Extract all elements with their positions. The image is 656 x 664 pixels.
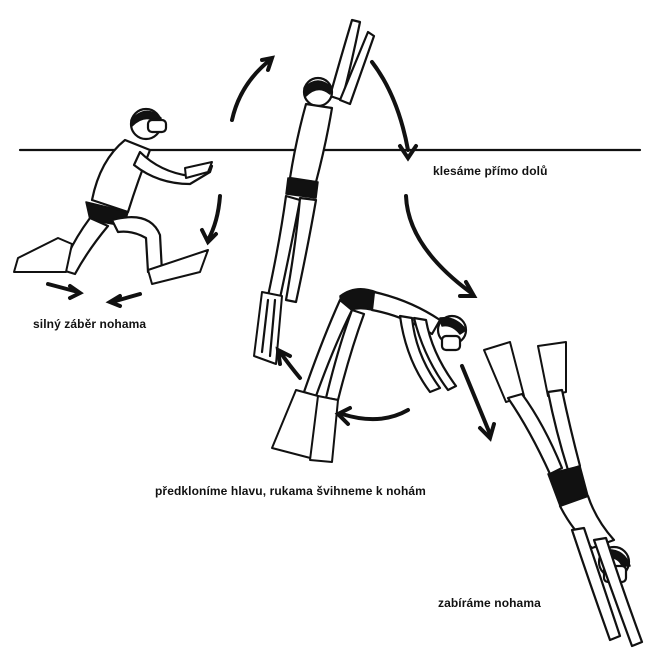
arrow-down-right [372,62,408,150]
arrow-back-left [342,410,408,419]
caption-strong-kick: silný záběr nohama [33,317,146,331]
caption-head-forward-arms-swing: předkloníme hlavu, rukama švihneme k noh… [155,484,426,498]
arrow-up-curve [232,60,270,120]
caption-kick-legs: zabíráme nohama [438,596,541,610]
figure-surface-kick [14,109,212,306]
figure-pike [272,289,466,462]
arrow-down-to-dive [462,366,490,434]
arrow-down-to-pike [406,196,470,292]
caption-sink-straight-down: klesáme přímo dolů [433,164,548,178]
